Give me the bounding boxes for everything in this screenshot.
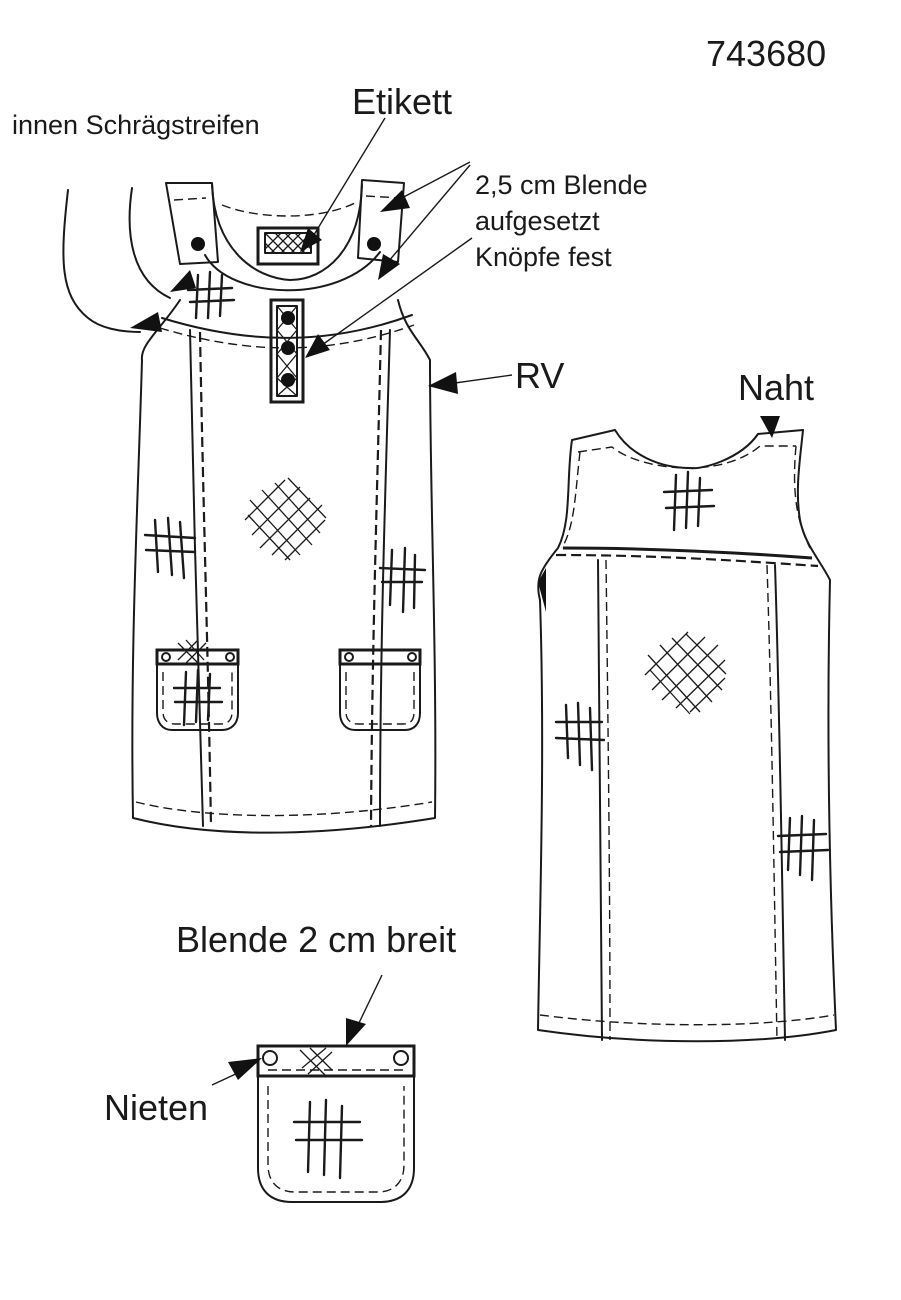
label-tag-label: Etikett bbox=[352, 81, 453, 122]
arrow-zipper bbox=[428, 372, 458, 394]
leader-facing-3 bbox=[321, 237, 473, 346]
front-yoke-line bbox=[161, 314, 413, 339]
hanger-outline bbox=[62, 189, 141, 333]
front-patch-right bbox=[378, 546, 427, 614]
arrow-label bbox=[300, 228, 322, 252]
front-pocket-left-rivet-1 bbox=[161, 652, 171, 662]
arrow-bias-2 bbox=[130, 312, 162, 332]
back-patch-left bbox=[554, 701, 606, 772]
back-patch-yoke bbox=[662, 470, 716, 532]
left-strap-button bbox=[191, 237, 205, 251]
front-seam-right bbox=[379, 329, 391, 827]
front-seam-left-stitch bbox=[198, 331, 213, 827]
front-pocket-right bbox=[339, 649, 421, 731]
front-neckline bbox=[211, 184, 363, 281]
front-patch-left bbox=[143, 516, 197, 580]
back-armhole-stitch-left bbox=[561, 451, 581, 549]
front-pocket-left-flap bbox=[155, 648, 240, 666]
arrow-facing-2 bbox=[378, 254, 400, 280]
back-seam-left-stitch bbox=[605, 559, 611, 1041]
front-body-outline bbox=[131, 299, 437, 834]
arrow-bias-1 bbox=[170, 270, 196, 292]
label-crosshatch bbox=[264, 232, 312, 254]
front-pocket-right-stitch bbox=[345, 672, 415, 725]
detail-rivet-right bbox=[393, 1050, 409, 1066]
front-neckline-stitch bbox=[221, 202, 356, 217]
left-strap-stitch bbox=[173, 197, 207, 201]
back-hem-stitch bbox=[539, 1014, 835, 1026]
arrow-seam bbox=[760, 416, 780, 438]
callout-arrows bbox=[130, 117, 780, 1086]
back-seam-right-stitch bbox=[766, 564, 778, 1041]
front-view bbox=[62, 179, 437, 834]
back-patch-right bbox=[776, 814, 830, 882]
label-patch bbox=[256, 226, 320, 266]
front-pocket-right-rivet-1 bbox=[344, 652, 354, 662]
back-seam-left bbox=[597, 559, 603, 1041]
right-strap-button bbox=[367, 237, 381, 251]
detail-pocket-body bbox=[257, 1045, 415, 1203]
facing-label-line-2: aufgesetzt bbox=[475, 206, 600, 236]
placket-button-1 bbox=[281, 311, 295, 325]
back-armhole-stitch-right bbox=[793, 445, 811, 549]
front-seam-right-stitch bbox=[369, 329, 383, 827]
seam-label: Naht bbox=[738, 367, 815, 408]
placket-button-2 bbox=[281, 341, 295, 355]
front-patch-diamond bbox=[244, 477, 327, 561]
zipper-label: RV bbox=[515, 355, 565, 396]
bias-tape-label: innen Schrägstreifen bbox=[12, 110, 260, 140]
detail-rivet-left bbox=[262, 1050, 278, 1066]
front-pocket-right-flap bbox=[338, 648, 422, 666]
leader-label bbox=[311, 117, 386, 239]
facing-label-line-3: Knöpfe fest bbox=[475, 242, 612, 272]
front-pocket-left-flap-hatch bbox=[177, 639, 207, 664]
detail-pocket-patch bbox=[292, 1098, 364, 1180]
back-neck-stitch bbox=[577, 445, 796, 469]
back-seam-right bbox=[774, 564, 786, 1041]
front-pocket-left-rivet-2 bbox=[225, 652, 235, 662]
facing-width-label: Blende 2 cm breit bbox=[176, 919, 457, 960]
leader-zipper bbox=[454, 374, 513, 384]
front-pocket-left-stitch bbox=[162, 672, 233, 725]
arrow-detail-facing bbox=[346, 1018, 366, 1046]
arrow-rivets bbox=[228, 1058, 262, 1080]
front-placket-inner bbox=[276, 305, 298, 397]
front-pocket-left bbox=[156, 649, 239, 731]
hanger-outline-inner bbox=[128, 187, 171, 299]
front-patch-yoke bbox=[186, 270, 236, 320]
right-strap bbox=[357, 179, 405, 263]
facing-label-line-1: 2,5 cm Blende bbox=[475, 170, 648, 200]
placket-button-3 bbox=[281, 373, 295, 387]
back-yoke-stitch bbox=[555, 553, 819, 568]
front-pocket-right-rivet-2 bbox=[407, 652, 417, 662]
front-seam-left bbox=[189, 329, 204, 827]
front-pocket-left-patch bbox=[172, 668, 224, 727]
leader-detail-facing bbox=[357, 974, 383, 1026]
arrow-facing-3 bbox=[305, 334, 330, 358]
front-placket bbox=[269, 298, 305, 404]
pocket-detail bbox=[256, 1044, 416, 1203]
article-number: 743680 bbox=[706, 33, 827, 74]
back-yoke-seam bbox=[562, 546, 813, 560]
back-zipper-tick bbox=[538, 568, 546, 612]
front-neck-facing bbox=[204, 251, 381, 292]
detail-flap-hatch bbox=[299, 1047, 333, 1076]
left-strap bbox=[165, 182, 219, 265]
back-body-outline bbox=[537, 429, 837, 1043]
leader-facing-1 bbox=[397, 161, 471, 201]
back-view bbox=[537, 429, 837, 1043]
back-patch-diamond bbox=[644, 631, 727, 715]
leader-facing-2 bbox=[387, 164, 471, 263]
arrow-facing-1 bbox=[380, 190, 410, 212]
rivets-label: Nieten bbox=[104, 1087, 209, 1128]
front-hem-stitch bbox=[135, 801, 433, 817]
detail-pocket-stitch bbox=[267, 1086, 405, 1193]
detail-pocket-flap bbox=[256, 1044, 416, 1078]
